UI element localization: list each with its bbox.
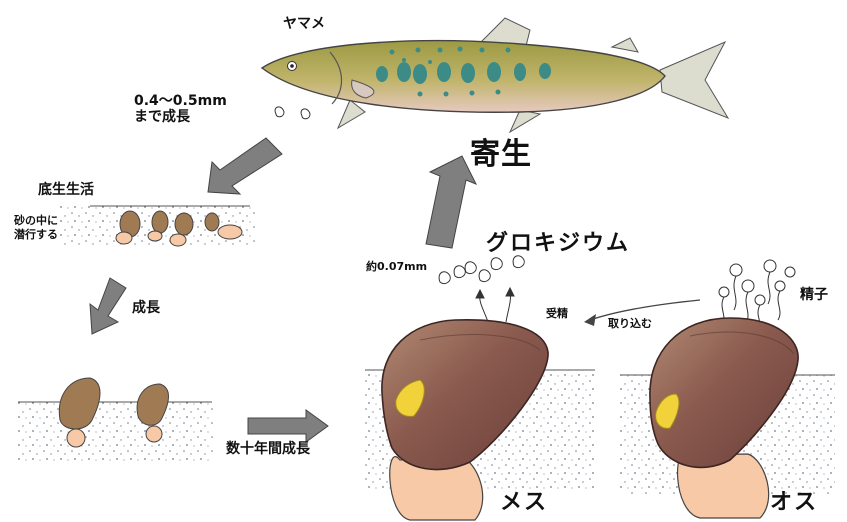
glochidia — [439, 256, 524, 322]
label-parasitism: 寄生 — [470, 140, 532, 170]
label-oviduct: 受精 — [546, 308, 568, 319]
arrow-growth-down — [90, 278, 126, 334]
label-intake: 取り込む — [608, 318, 652, 329]
label-in-sand-line1: 砂の中に — [14, 215, 58, 226]
label-female: メス — [500, 492, 548, 514]
label-glochidium-size: 約0.07mm — [366, 261, 427, 272]
growth-sand-patch — [18, 402, 213, 464]
label-glochidium: グロキジウム — [486, 233, 630, 255]
label-in-sand-line2: 潜行する — [14, 229, 58, 240]
label-sperm: 精子 — [800, 288, 828, 302]
label-size-note-line1: 0.4～0.5mm — [134, 94, 227, 108]
label-growth: 成長 — [132, 301, 160, 315]
arrow-decades — [248, 410, 328, 442]
label-size-note-line2: まで成長 — [134, 110, 190, 124]
label-yamame: ヤマメ — [283, 17, 325, 31]
dropping-juveniles — [275, 107, 310, 119]
arrow-fish-to-bottom — [208, 138, 282, 194]
label-male: オス — [770, 492, 818, 514]
arrow-to-fish — [426, 156, 476, 248]
label-decades-growth: 数十年間成長 — [226, 442, 310, 456]
yamame-fish — [262, 18, 728, 132]
label-benthic-life: 底生生活 — [38, 183, 94, 197]
